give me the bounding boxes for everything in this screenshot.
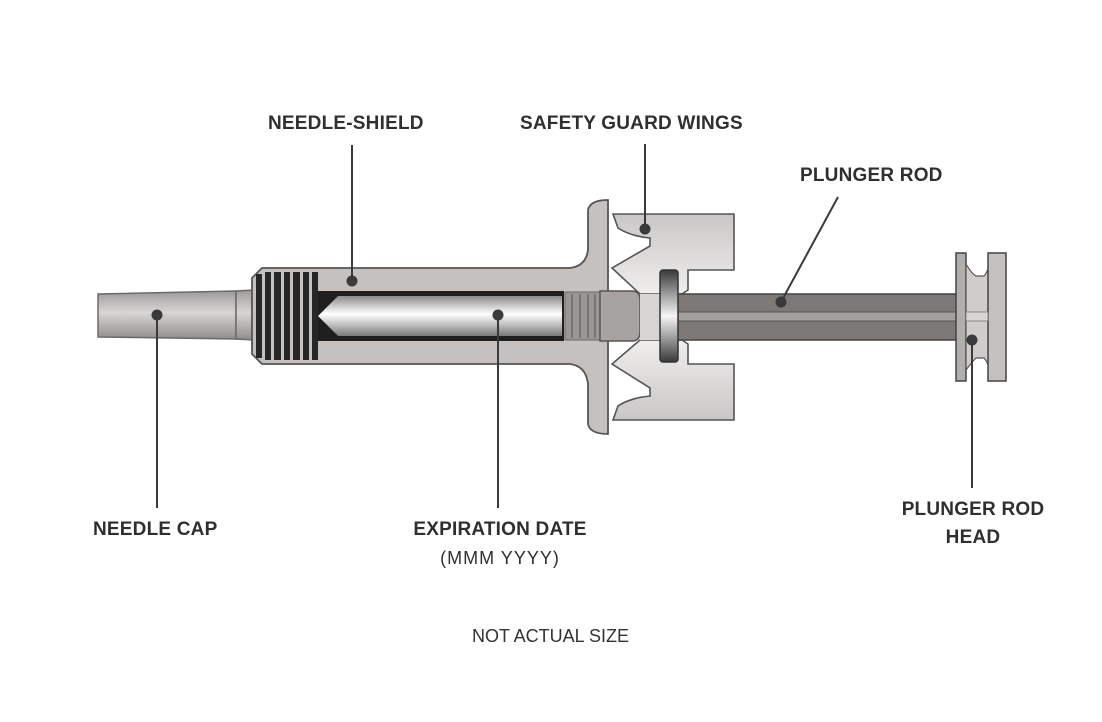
needle-shield-shape <box>251 199 641 435</box>
expiration-date-format: (MMM YYYY) <box>440 548 560 568</box>
label-needle-shield: NEEDLE-SHIELD <box>268 113 424 134</box>
label-expiration-date: EXPIRATION DATE (MMM YYYY) <box>410 516 590 572</box>
expiration-date-title: EXPIRATION DATE <box>413 519 587 540</box>
label-plunger-rod: PLUNGER ROD <box>800 165 943 186</box>
plunger-rod-head-shape <box>955 252 1007 382</box>
label-safety-guard-wings: SAFETY GUARD WINGS <box>520 113 743 134</box>
label-needle-cap: NEEDLE CAP <box>93 519 218 540</box>
label-plunger-rod-head: PLUNGER ROD HEAD <box>898 496 1048 552</box>
needle-cap-shape <box>97 289 257 341</box>
footnote-not-actual-size: NOT ACTUAL SIZE <box>472 626 630 646</box>
plunger-rod-head-line2: HEAD <box>945 527 1001 548</box>
leader-lines <box>151 144 978 508</box>
plunger-rod-shape <box>659 269 959 363</box>
plunger-rod-head-line1: PLUNGER ROD <box>901 499 1045 520</box>
